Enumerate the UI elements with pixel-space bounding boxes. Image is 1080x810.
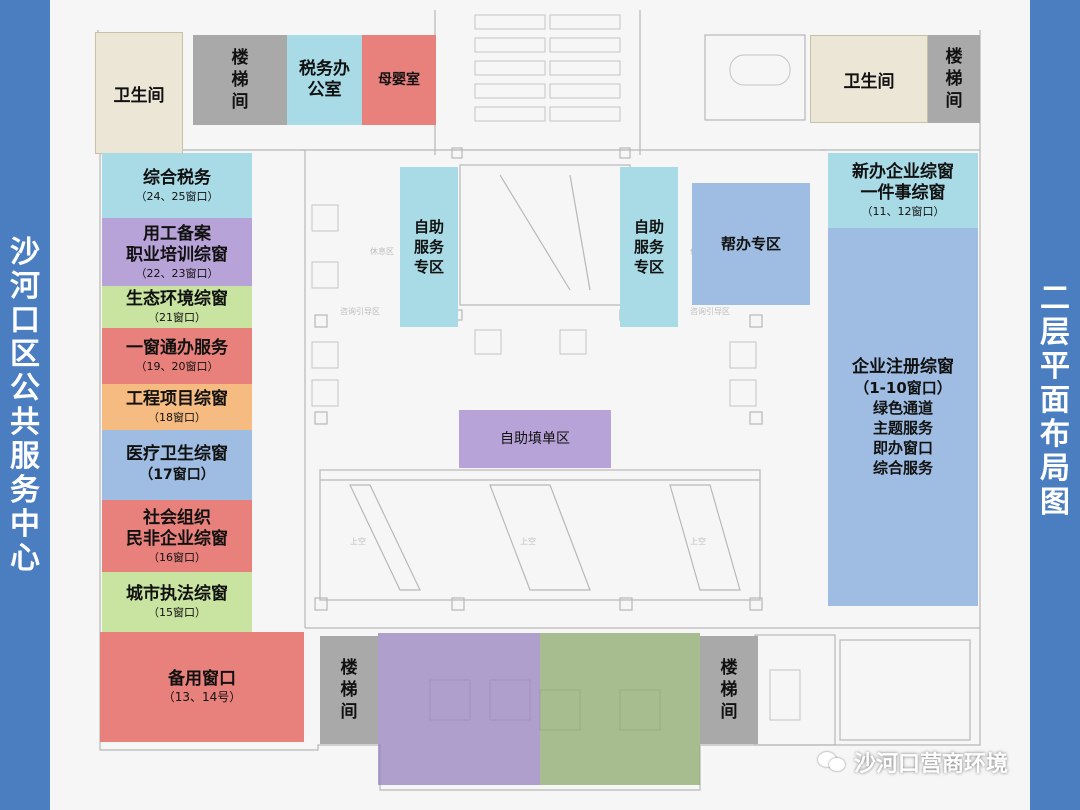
zone-window-numbers: （16窗口） <box>148 550 206 564</box>
window-one-stop-service: 一窗通办服务 （19、20窗口） <box>102 328 252 384</box>
window-comprehensive-tax: 综合税务 （24、25窗口） <box>102 153 252 218</box>
watermark-text: 沙河口营商环境 <box>854 752 1009 777</box>
window-social-organizations: 社会组织 民非企业综窗 （16窗口） <box>102 500 252 572</box>
form-filling-zone: 自助填单区 <box>459 410 611 468</box>
right-title: 二层平面布局图 <box>1040 281 1070 520</box>
stairwell-top-left: 楼梯间 <box>193 35 287 125</box>
service-item: 综合服务 <box>872 458 933 477</box>
zone-title: 综合税务 <box>143 167 211 188</box>
tax-office: 税务办公室 <box>287 35 362 125</box>
zone-title: 新办企业综窗 一件事综窗 <box>852 162 954 203</box>
stairwell-top-right: 楼梯间 <box>928 35 980 123</box>
svg-text:上空: 上空 <box>350 536 366 546</box>
zone-title: 一窗通办服务 <box>126 338 228 358</box>
service-item: 绿色通道 <box>872 398 933 417</box>
zone-title: 工程项目综窗 <box>126 389 228 409</box>
svg-text:上空: 上空 <box>690 536 706 546</box>
zone-label: 自助填单区 <box>500 431 570 447</box>
window-backup: 备用窗口 （13、14号） <box>100 632 304 742</box>
window-ecology-environment: 生态环境综窗 （21窗口） <box>102 286 252 328</box>
watermark: 沙河口营商环境 <box>818 746 1008 778</box>
window-medical-health: 医疗卫生综窗 （17窗口） <box>102 430 252 500</box>
wechat-icon <box>818 750 848 774</box>
zone-window-numbers: （15窗口） <box>148 606 206 619</box>
service-item: 主题服务 <box>872 418 933 437</box>
service-item: 即办窗口 <box>872 438 933 457</box>
svg-text:咨询引导区: 咨询引导区 <box>340 306 380 316</box>
zone-window-numbers: （11、12窗口） <box>861 205 945 218</box>
zone-title: 社会组织 民非企业综窗 <box>126 507 228 549</box>
window-urban-law-enforcement: 城市执法综窗 （15窗口） <box>102 572 252 632</box>
self-service-zone-left: 自助服务专区 <box>400 167 458 327</box>
zone-title: 企业注册综窗 <box>852 356 954 377</box>
zone-window-numbers: （19、20窗口） <box>135 360 219 373</box>
zone-label: 帮办专区 <box>720 235 781 253</box>
svg-text:咨询引导区: 咨询引导区 <box>690 306 730 316</box>
nursing-room: 母婴室 <box>362 35 436 125</box>
window-engineering-projects: 工程项目综窗 （18窗口） <box>102 384 252 430</box>
zone-window-numbers: （13、14号） <box>162 690 242 704</box>
zone-window-numbers: （21窗口） <box>148 311 206 324</box>
zone-window-numbers: （22、23窗口） <box>135 266 219 280</box>
stairwell-label: 楼梯间 <box>720 658 738 722</box>
restroom-label: 卫生间 <box>113 85 165 106</box>
right-title-band: 二层平面布局图 <box>1030 0 1080 810</box>
zone-window-numbers: （1-10窗口） <box>854 378 952 397</box>
assisted-service-zone: 帮办专区 <box>692 183 810 305</box>
window-business-registration: 企业注册综窗 （1-10窗口） 绿色通道 主题服务 即办窗口 综合服务 <box>828 228 978 606</box>
self-service-zone-right: 自助服务专区 <box>620 167 678 327</box>
left-title-band: 沙河口区公共服务中心 <box>0 0 50 810</box>
office-bottom-purple <box>378 633 540 785</box>
zone-window-numbers: （17窗口） <box>139 467 215 483</box>
zone-title: 备用窗口 <box>168 669 236 689</box>
restroom-top-right: 卫生间 <box>810 35 928 123</box>
restroom-top-left: 卫生间 <box>95 32 183 154</box>
restroom-label: 卫生间 <box>843 71 895 92</box>
stairwell-label: 楼梯间 <box>340 658 358 722</box>
office-bottom-green <box>540 633 700 785</box>
zone-title: 生态环境综窗 <box>126 289 228 309</box>
zone-title: 用工备案 职业培训综窗 <box>126 223 228 265</box>
tax-office-label: 税务办公室 <box>298 59 350 100</box>
zone-window-numbers: （18窗口） <box>148 411 206 424</box>
window-new-business: 新办企业综窗 一件事综窗 （11、12窗口） <box>828 153 978 228</box>
svg-text:上空: 上空 <box>520 536 536 546</box>
nursing-room-label: 母婴室 <box>378 72 420 88</box>
stairwell-bottom-right: 楼梯间 <box>700 636 758 744</box>
stairwell-bottom-left: 楼梯间 <box>320 636 378 744</box>
zone-title: 城市执法综窗 <box>126 584 228 604</box>
window-employment-training: 用工备案 职业培训综窗 （22、23窗口） <box>102 218 252 286</box>
zone-title: 医疗卫生综窗 <box>126 444 228 464</box>
zone-label: 自助服务专区 <box>413 218 444 276</box>
zone-window-numbers: （24、25窗口） <box>135 189 219 203</box>
stairwell-label: 楼梯间 <box>231 48 249 112</box>
stairwell-label: 楼梯间 <box>945 47 963 111</box>
zone-label: 自助服务专区 <box>633 218 664 276</box>
svg-text:休息区: 休息区 <box>370 246 394 256</box>
left-title: 沙河口区公共服务中心 <box>10 235 40 576</box>
